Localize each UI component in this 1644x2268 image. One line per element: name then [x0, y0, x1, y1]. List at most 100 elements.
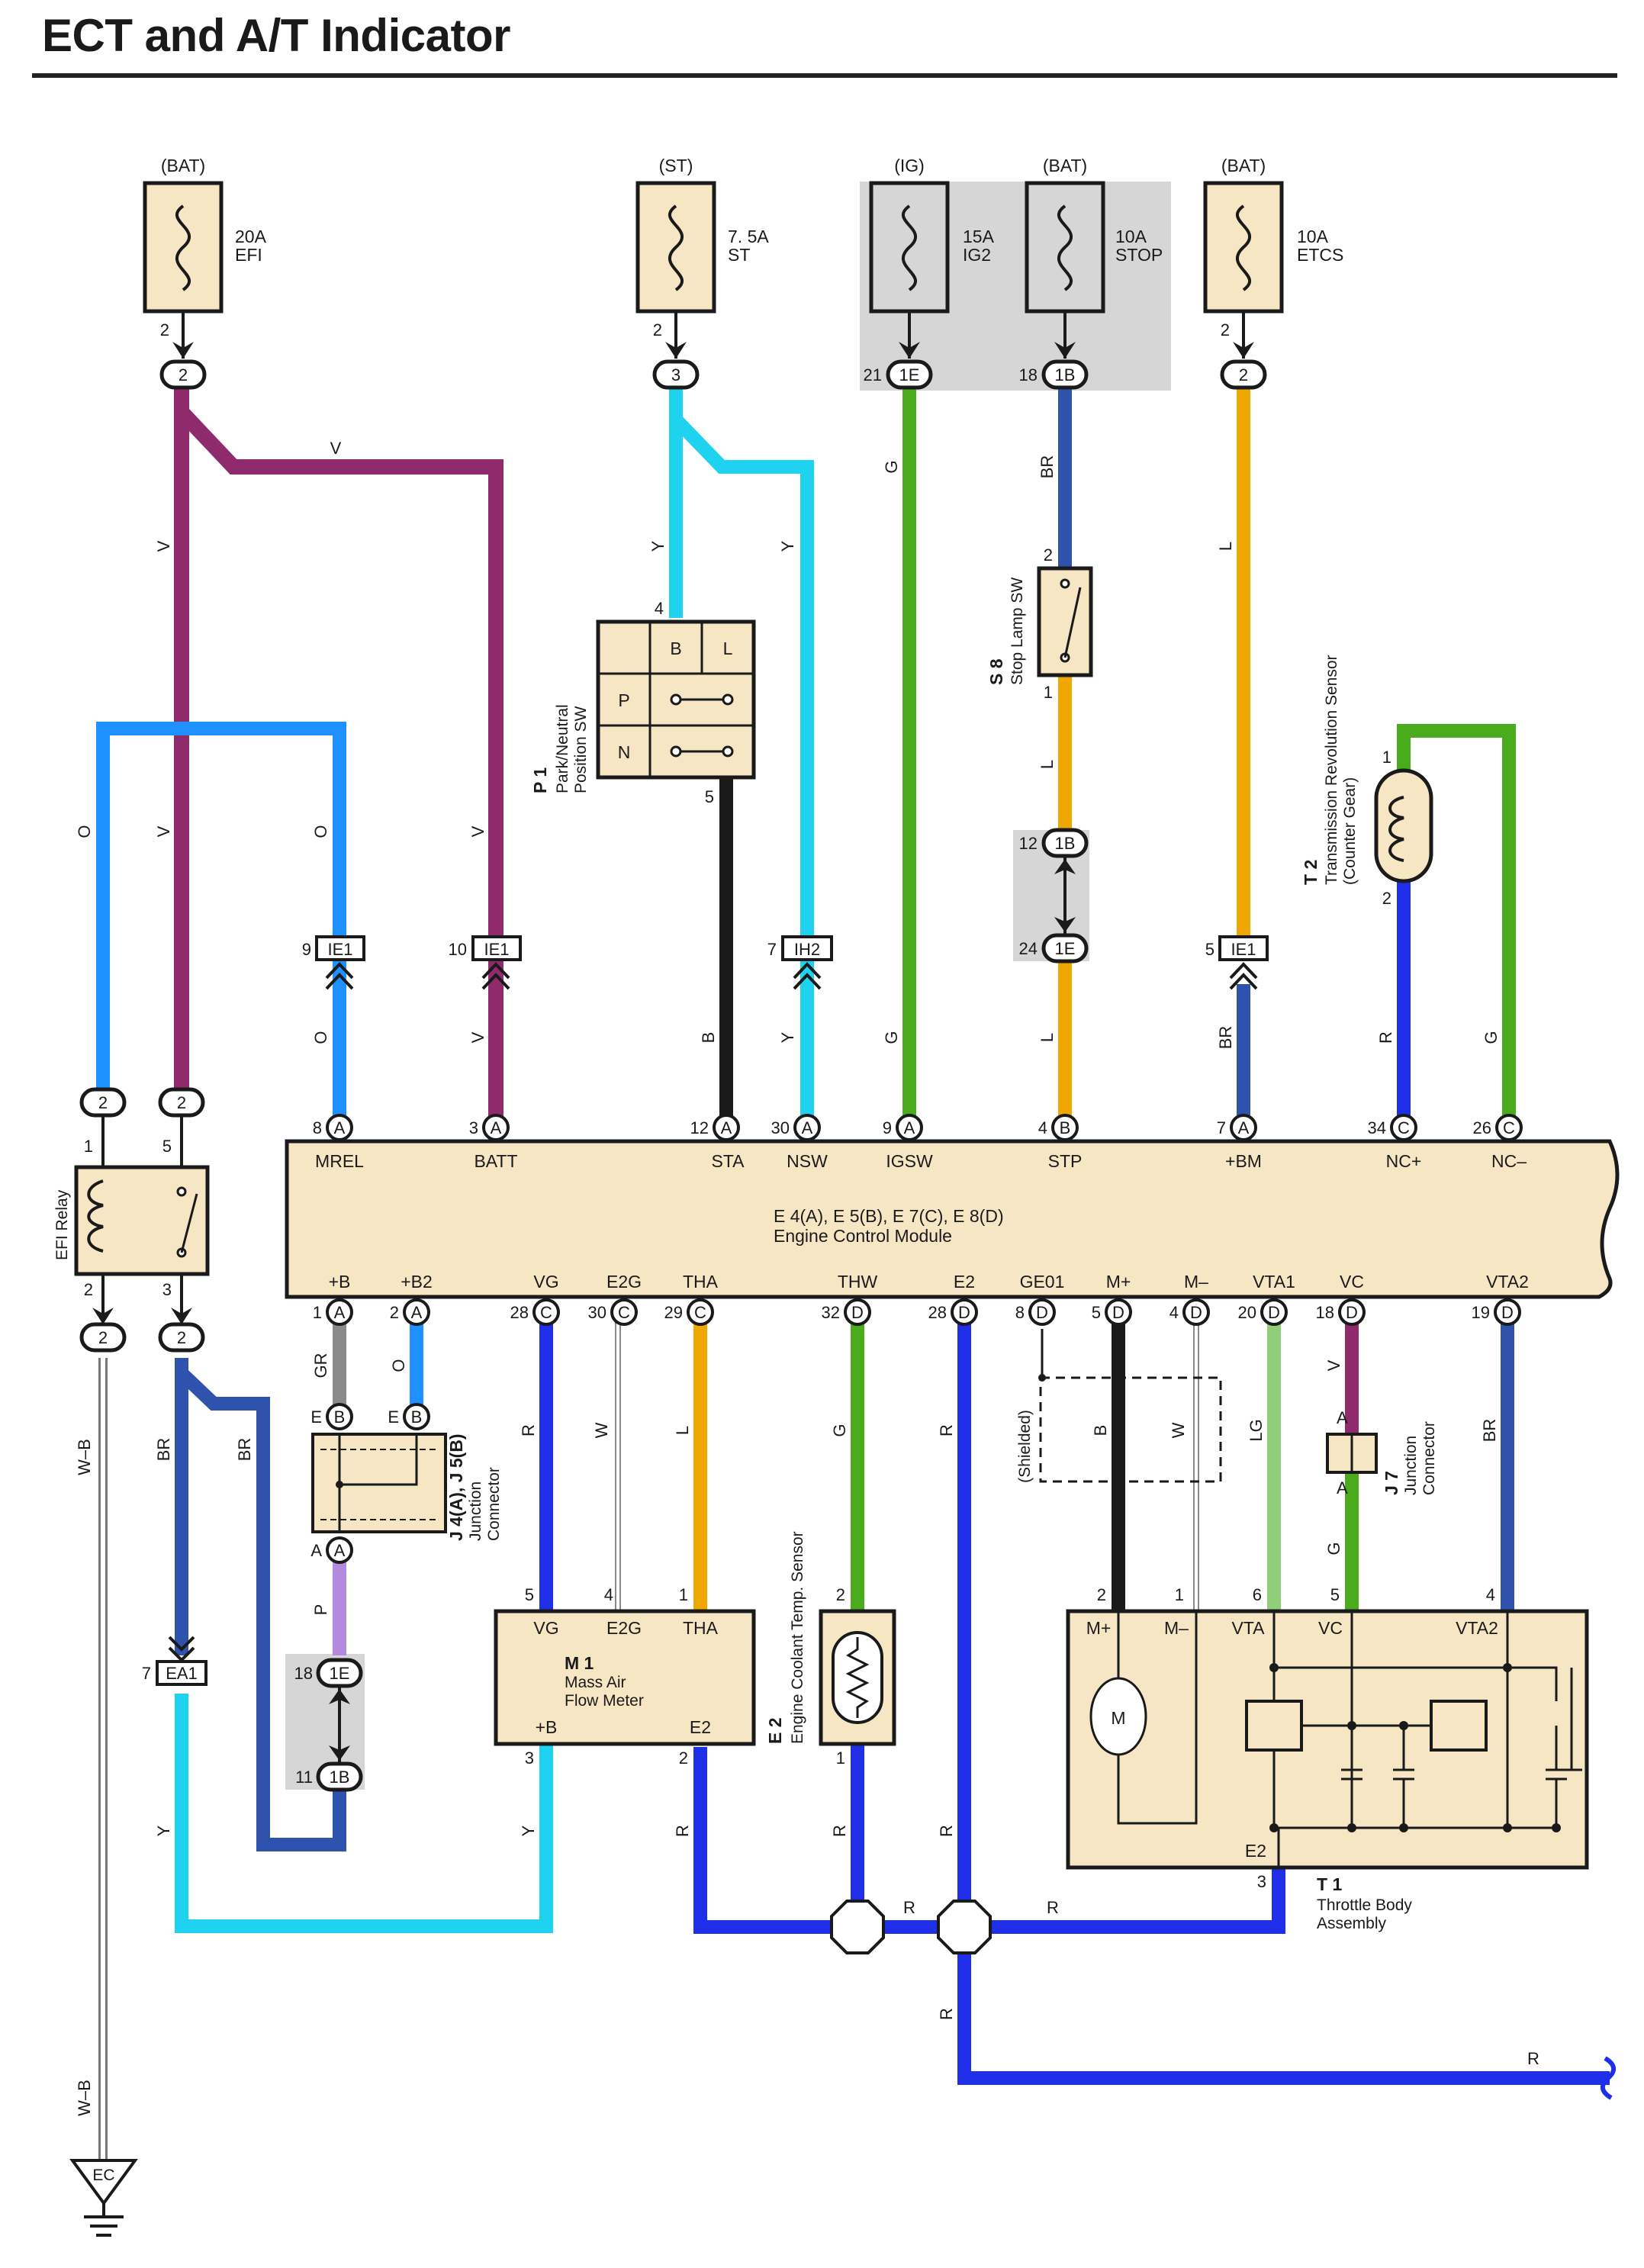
- ecm-pin-mminus-num: 4: [1169, 1303, 1179, 1322]
- wl-g-1: G: [882, 460, 901, 473]
- pin-ie1-9: 9: [302, 940, 311, 959]
- wl-b-1: B: [699, 1032, 718, 1044]
- s8-id: S 8: [986, 658, 1006, 685]
- fuse-st-name: ST: [728, 245, 750, 265]
- ecm-term-batt: BATT: [474, 1151, 517, 1171]
- j4-e1: E: [310, 1407, 322, 1427]
- wl-lg-1: LG: [1247, 1419, 1266, 1441]
- ecm-subtitle: Engine Control Module: [774, 1226, 952, 1246]
- wl-y-2: Y: [778, 540, 797, 552]
- efi-relay: 2 2 2 2 1 5 2 3 EFI Relay: [53, 1087, 210, 1353]
- pin-left-18: 18: [294, 1664, 313, 1683]
- t2-name1: Transmission Revolution Sensor: [1323, 655, 1340, 885]
- pin-m1-5: 5: [525, 1585, 534, 1604]
- wl-o-4: O: [389, 1359, 408, 1372]
- fuse-etcs-name: ETCS: [1297, 245, 1343, 265]
- fuse-st-source: (ST): [659, 156, 693, 175]
- ecm-pin-sta-num: 12: [690, 1118, 709, 1137]
- pin-s8-1: 1: [1044, 683, 1053, 702]
- fuse-etcs-source: (BAT): [1221, 156, 1266, 175]
- conn-ie1-mrel: IE1: [327, 940, 352, 959]
- wl-p-1: P: [311, 1604, 330, 1616]
- wl-br-2: BR: [1216, 1026, 1235, 1050]
- wl-r-9: R: [937, 2008, 956, 2020]
- ecm-pin-stp-conn: B: [1060, 1118, 1071, 1137]
- page-title: ECT and A/T Indicator: [42, 10, 510, 61]
- m1-name2: Flow Meter: [565, 1692, 644, 1710]
- pin-relay-2: 2: [84, 1280, 93, 1299]
- pin-p1-4: 4: [655, 599, 664, 618]
- e2-name: Engine Coolant Temp. Sensor: [789, 1531, 806, 1744]
- pin-ig2-21: 21: [864, 365, 882, 384]
- ecm-pin-ncplus-num: 34: [1368, 1118, 1386, 1137]
- wl-wb-1: W–B: [75, 1439, 94, 1475]
- pin-stp-12: 12: [1019, 834, 1038, 853]
- wl-l-4: L: [673, 1426, 692, 1435]
- j4-name1: Junction: [467, 1481, 484, 1541]
- j4-pin-b2: B: [411, 1407, 423, 1427]
- ecm-pin-nsw-num: 30: [771, 1118, 790, 1137]
- shielded-label: (Shielded): [1016, 1410, 1034, 1483]
- ecm-pin-ncminus-num: 26: [1473, 1118, 1491, 1137]
- pin-st-2: 2: [653, 320, 662, 339]
- pin-ih2-7: 7: [767, 940, 777, 959]
- wl-o-1: O: [75, 825, 94, 838]
- pin-t1-1: 1: [1175, 1585, 1184, 1604]
- wl-w-2: W: [1169, 1422, 1188, 1438]
- ecm-pin-vc-conn: D: [1346, 1303, 1358, 1322]
- pin-t1-6: 6: [1253, 1585, 1262, 1604]
- fuse-efi-rating: 20A: [235, 227, 267, 246]
- j4-id: J 4(A), J 5(B): [446, 1433, 466, 1541]
- m1-term-tha: THA: [683, 1618, 719, 1638]
- wl-br-4: BR: [235, 1438, 254, 1462]
- wire-break: [1601, 2056, 1616, 2100]
- ecm-pin-vta2-conn: D: [1501, 1303, 1514, 1322]
- pin-e2-1: 1: [836, 1748, 845, 1768]
- ecm-pin-ge01-conn: D: [1036, 1303, 1048, 1322]
- ecm-term-sta: STA: [711, 1151, 745, 1171]
- ecm-term-ncplus: NC+: [1386, 1151, 1422, 1171]
- ecm-term-plusb2: +B2: [401, 1272, 433, 1292]
- conn-left-1e: 1E: [330, 1664, 350, 1683]
- t1-term-vta: VTA: [1231, 1618, 1265, 1638]
- ecm-term-tha: THA: [683, 1272, 719, 1292]
- wl-y-5: Y: [519, 1825, 538, 1836]
- pin-t1-4: 4: [1486, 1585, 1495, 1604]
- t1-id: T 1: [1317, 1874, 1342, 1894]
- wl-r-2: R: [519, 1424, 538, 1436]
- relay-pill-2a: 2: [98, 1093, 108, 1112]
- ecm-pin-tha-num: 29: [664, 1303, 683, 1322]
- m1-term-e2g: E2G: [606, 1618, 642, 1638]
- wl-g-2: G: [882, 1031, 901, 1044]
- pin-m1-2: 2: [679, 1748, 688, 1768]
- t1-term-mminus: M–: [1164, 1618, 1189, 1638]
- ecm-pin-ge01-num: 8: [1015, 1303, 1025, 1322]
- pin-ea1-7: 7: [142, 1664, 151, 1683]
- j4-e2: E: [388, 1407, 399, 1427]
- fuse-efi: (BAT) 20A EFI: [143, 156, 267, 314]
- ecm-term-mrel: MREL: [315, 1151, 364, 1171]
- ecm-term-igsw: IGSW: [886, 1151, 933, 1171]
- wl-v-2: V: [154, 540, 173, 552]
- m1-term-plusb: +B: [536, 1717, 558, 1737]
- p1-col-l: L: [723, 639, 733, 658]
- fuse-etcs: (BAT) 10A ETCS: [1203, 156, 1343, 314]
- ecm-term-vta1: VTA1: [1253, 1272, 1295, 1292]
- p1-col-b: B: [670, 639, 681, 658]
- fuse-stop-name: STOP: [1115, 245, 1163, 265]
- pill-stop-1b: 1B: [1055, 365, 1076, 384]
- wire-o-mrel: [96, 722, 346, 1123]
- t1-term-vta2: VTA2: [1456, 1618, 1498, 1638]
- conn-stp-1b: 1B: [1055, 834, 1076, 853]
- ecm-term-mplus: M+: [1106, 1272, 1131, 1292]
- pill-etcs-2: 2: [1239, 365, 1248, 384]
- m1-id: M 1: [565, 1653, 594, 1673]
- j7-name2: Connector: [1420, 1421, 1438, 1495]
- pin-t1-3: 3: [1257, 1872, 1266, 1891]
- ecm-pin-mplus-num: 5: [1092, 1303, 1101, 1322]
- ecm-pin-batt-conn: A: [491, 1118, 502, 1137]
- pin-t1-5: 5: [1330, 1585, 1340, 1604]
- ecm-term-mminus: M–: [1184, 1272, 1208, 1292]
- m1-maf: VG E2G THA +B E2 M 1 Mass Air Flow Meter…: [494, 1585, 756, 1768]
- fuse-stop: (BAT) 10A STOP: [1025, 156, 1163, 314]
